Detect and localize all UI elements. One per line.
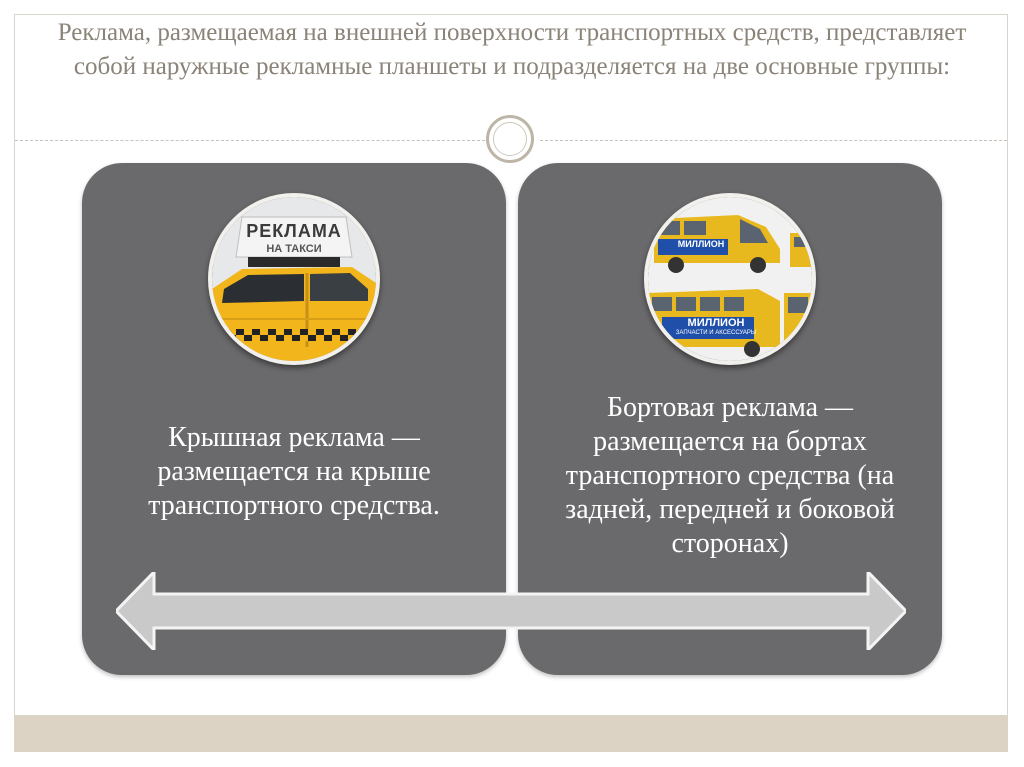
taxi-roof-sign-image: РЕКЛАМА НА ТАКСИ bbox=[208, 193, 380, 365]
minibus-illustration bbox=[648, 197, 812, 361]
van-brand-label-top: МИЛЛИОН bbox=[666, 239, 736, 249]
title-divider-right bbox=[540, 140, 1007, 141]
taxi-sign-title: РЕКЛАМА bbox=[212, 221, 376, 242]
branded-minibus-image: МИЛЛИОН МИЛЛИОН ЗАПЧАСТИ И АКСЕССУАРЫ bbox=[644, 193, 816, 365]
taxi-sign-subtitle: НА ТАКСИ bbox=[212, 243, 376, 255]
double-headed-arrow bbox=[116, 572, 906, 650]
roof-advertising-description: Крышная реклама — размещается на крыше т… bbox=[102, 421, 486, 523]
van-brand-label-bottom: МИЛЛИОН bbox=[670, 317, 762, 329]
van-brand-sublabel: ЗАПЧАСТИ И АКСЕССУАРЫ bbox=[670, 330, 762, 336]
divider-ring-ornament bbox=[486, 115, 534, 163]
footer-bar bbox=[14, 716, 1008, 752]
slide-title: Реклама, размещаемая на внешней поверхно… bbox=[40, 16, 984, 84]
side-advertising-description: Бортовая реклама — размещается на бортах… bbox=[538, 391, 922, 561]
title-divider-left bbox=[15, 140, 485, 141]
